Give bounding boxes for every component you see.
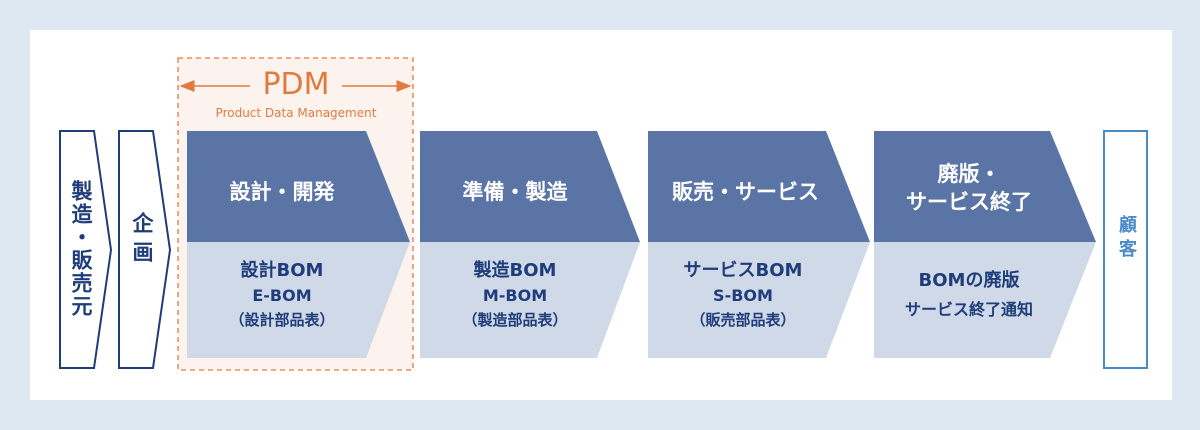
stage-4-title: 廃版・ サービス終了 — [874, 160, 1064, 216]
stage-4-title-line: サービス終了 — [906, 190, 1032, 214]
maker-label: 製造・販売元 — [69, 180, 93, 318]
stage-4-line: BOMの廃版 — [918, 270, 1020, 291]
stage-1-details: 設計BOM E-BOM （設計部品表） — [187, 258, 377, 333]
stage-1-top — [187, 131, 410, 242]
pdm-title: PDM — [262, 67, 330, 102]
stage-4-bottom — [874, 242, 1096, 358]
stage-1-line: E-BOM — [252, 286, 312, 305]
stage-2-line: 製造BOM — [473, 260, 557, 281]
planning-label: 企画 — [130, 212, 154, 270]
stage-4-title-line: 廃版・ — [937, 162, 1001, 186]
customer-label: 顧客 — [1116, 215, 1137, 263]
stage-4-details: BOMの廃版 サービス終了通知 — [874, 268, 1064, 322]
maker-chevron — [59, 130, 113, 369]
stage-3-bottom — [648, 242, 870, 358]
stage-3-line: サービスBOM — [683, 260, 803, 281]
stage-2-top — [420, 131, 640, 242]
customer-box — [1103, 130, 1148, 369]
stage-2-bottom — [420, 242, 640, 358]
pdm-subtitle: Product Data Management — [215, 106, 377, 120]
stage-2-title: 準備・製造 — [462, 180, 568, 204]
stage-2-line: M-BOM — [482, 286, 548, 305]
stage-2-line: （製造部品表） — [462, 311, 568, 329]
stage-3-line: （販売部品表） — [690, 311, 796, 329]
stage-3-top — [648, 131, 870, 242]
stage-2-details: 製造BOM M-BOM （製造部品表） — [420, 258, 610, 333]
stage-1-title: 設計・開発 — [229, 180, 335, 204]
stage-1-line: 設計BOM — [240, 260, 324, 281]
stage-3-title: 販売・サービス — [672, 180, 819, 204]
planning-chevron — [118, 130, 172, 369]
stage-1-bottom — [187, 242, 410, 358]
stage-4-top — [874, 131, 1096, 242]
stage-3-details: サービスBOM S-BOM （販売部品表） — [648, 258, 838, 333]
stage-1-line: （設計部品表） — [229, 311, 335, 329]
stage-3-line: S-BOM — [713, 286, 773, 305]
stage-4-line: サービス終了通知 — [904, 300, 1033, 319]
